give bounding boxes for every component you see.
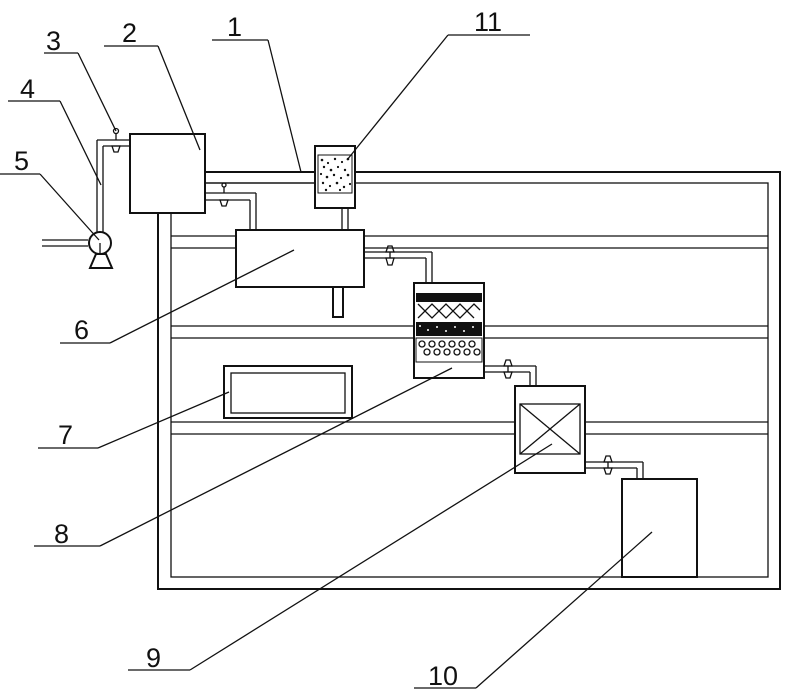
panel-7 [223, 365, 353, 419]
label-3: 3 [46, 26, 61, 56]
filter-column-8 [413, 282, 537, 386]
label-11: 11 [474, 7, 502, 37]
tank-2 [129, 133, 206, 214]
cross-filter-9 [514, 385, 644, 479]
pump [42, 231, 114, 269]
inlet-pipe [96, 127, 130, 232]
label-2: 2 [122, 18, 137, 48]
upper-tank-6 [235, 229, 433, 318]
label-1: 1 [227, 12, 242, 42]
leader-lines [0, 34, 653, 689]
label-5: 5 [14, 146, 29, 176]
label-7: 7 [58, 420, 73, 450]
collection-tank-10 [621, 478, 698, 578]
media-canister-11 [314, 145, 356, 230]
label-10: 10 [428, 661, 458, 691]
tank-2-outlet-pipes [205, 171, 315, 230]
label-6: 6 [74, 315, 89, 345]
label-4: 4 [20, 74, 35, 104]
label-9: 9 [146, 643, 161, 673]
label-8: 8 [54, 519, 69, 549]
part-labels: 1 2 3 4 5 6 7 8 9 10 11 [14, 7, 502, 691]
